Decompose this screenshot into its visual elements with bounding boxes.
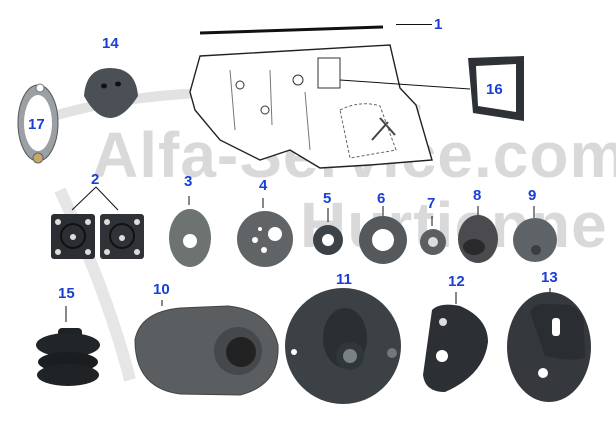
part-9-cone-grommet <box>513 206 557 262</box>
callout-17: 17 <box>28 116 45 133</box>
callout-3: 3 <box>184 173 193 190</box>
callout-1: 1 <box>434 16 443 33</box>
part-12-triangle-plate <box>423 292 488 392</box>
callout-6: 6 <box>377 190 386 207</box>
callout-14: 14 <box>102 35 119 52</box>
part-3-oval-grommet <box>169 196 211 267</box>
callout-10: 10 <box>153 281 170 298</box>
leader-1 <box>396 24 432 25</box>
part-7-small-grommet <box>420 216 446 255</box>
callout-2: 2 <box>91 171 100 188</box>
part-17-metal-ring <box>17 83 59 164</box>
part-4-three-hole-grommet <box>237 198 293 267</box>
callout-12: 12 <box>448 273 465 290</box>
callout-13: 13 <box>541 269 558 286</box>
callout-8: 8 <box>473 187 482 204</box>
part-13-slot-boot <box>507 288 591 402</box>
part-10-pear-boot <box>134 300 279 396</box>
part-14-dome <box>84 68 138 118</box>
part-16-gasket <box>339 56 524 121</box>
callout-16: 16 <box>486 81 503 98</box>
part-8-oval-boot <box>458 206 498 263</box>
part-2-square-plates <box>51 186 144 259</box>
callout-4: 4 <box>259 177 268 194</box>
part-1-firewall <box>189 25 433 169</box>
callout-15: 15 <box>58 285 75 302</box>
callout-5: 5 <box>323 190 332 207</box>
part-15-bellows <box>36 306 100 386</box>
watermark-line2: Hurtienne <box>300 189 608 261</box>
part-11-round-boot <box>285 288 401 404</box>
callout-9: 9 <box>528 187 537 204</box>
part-5-small-grommet <box>313 208 343 255</box>
part-6-round-grommet <box>359 206 407 264</box>
callout-11: 11 <box>336 271 352 288</box>
callout-7: 7 <box>427 195 436 212</box>
